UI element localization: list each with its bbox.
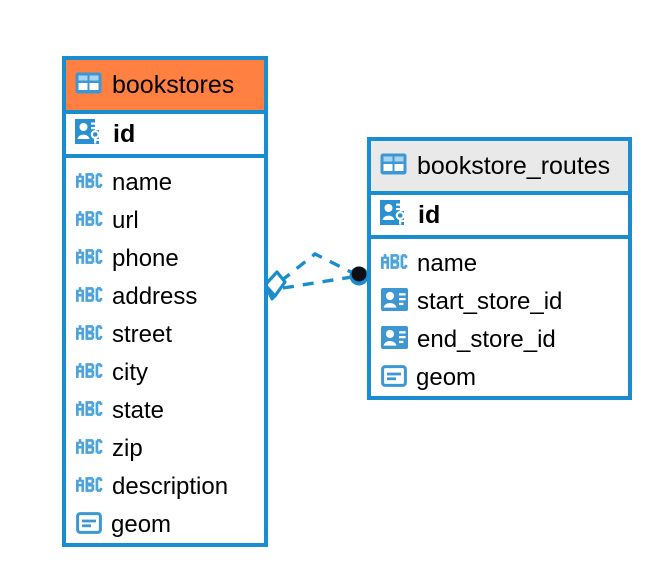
field-name: id (113, 119, 136, 148)
geometry-icon (76, 511, 102, 539)
field-row-street[interactable]: street (66, 316, 264, 354)
field-row-name[interactable]: name (371, 245, 628, 283)
field-row-geom[interactable]: geom (371, 359, 628, 397)
table-icon (380, 153, 407, 180)
field-name: street (112, 321, 173, 348)
text-abc-icon (76, 249, 103, 269)
field-row-zip[interactable]: zip (66, 430, 264, 468)
field-list-bookstore-routes: name start_store_id (371, 239, 628, 403)
text-abc-icon (76, 363, 103, 383)
field-row-address[interactable]: address (66, 278, 264, 316)
foreign-key-icon (381, 326, 408, 354)
field-name: address (112, 283, 198, 310)
field-name: zip (112, 435, 143, 462)
field-name: city (112, 359, 148, 386)
diamond-endpoint-icon (263, 270, 287, 301)
field-name: id (418, 200, 441, 229)
entity-bookstores[interactable]: bookstores id (62, 56, 268, 547)
field-row-start-store-id[interactable]: start_store_id (371, 283, 628, 321)
entity-header-bookstores[interactable]: bookstores (66, 60, 264, 110)
field-row-url[interactable]: url (66, 202, 264, 240)
field-row-end-store-id[interactable]: end_store_id (371, 321, 628, 359)
field-list-bookstores: name url (66, 158, 264, 550)
field-name: phone (112, 245, 179, 272)
field-name: description (112, 473, 229, 500)
geometry-icon (381, 364, 407, 392)
field-name: name (417, 250, 478, 277)
field-name: geom (416, 364, 477, 391)
primary-key-icon (75, 119, 103, 149)
entity-title: bookstore_routes (417, 151, 611, 180)
filled-circle-endpoint-icon (349, 266, 369, 286)
field-name: start_store_id (417, 288, 563, 315)
relationship-line-arc (279, 251, 354, 283)
text-abc-icon (76, 401, 103, 421)
field-name: end_store_id (417, 326, 556, 353)
field-name: name (112, 169, 173, 196)
text-abc-icon (76, 325, 103, 345)
field-row-city[interactable]: city (66, 354, 264, 392)
entity-bookstore-routes[interactable]: bookstore_routes id (367, 137, 632, 400)
field-row-phone[interactable]: phone (66, 240, 264, 278)
entity-header-bookstore-routes[interactable]: bookstore_routes (371, 141, 628, 191)
text-abc-icon (381, 254, 408, 274)
field-row-state[interactable]: state (66, 392, 264, 430)
text-abc-icon (76, 287, 103, 307)
field-name: state (112, 397, 165, 424)
field-row-primary-key[interactable]: id (66, 110, 264, 158)
field-row-name[interactable]: name (66, 164, 264, 202)
field-row-description[interactable]: description (66, 468, 264, 506)
primary-key-icon (380, 200, 408, 230)
field-name: url (112, 207, 139, 234)
field-name: geom (111, 511, 172, 538)
field-row-geom[interactable]: geom (66, 506, 264, 544)
table-icon (75, 72, 102, 99)
text-abc-icon (76, 211, 103, 231)
foreign-key-icon (381, 288, 408, 316)
relationship-line-straight (282, 275, 353, 290)
entity-title: bookstores (112, 70, 235, 99)
text-abc-icon (76, 173, 103, 193)
text-abc-icon (76, 477, 103, 497)
field-row-primary-key[interactable]: id (371, 191, 628, 239)
text-abc-icon (76, 439, 103, 459)
